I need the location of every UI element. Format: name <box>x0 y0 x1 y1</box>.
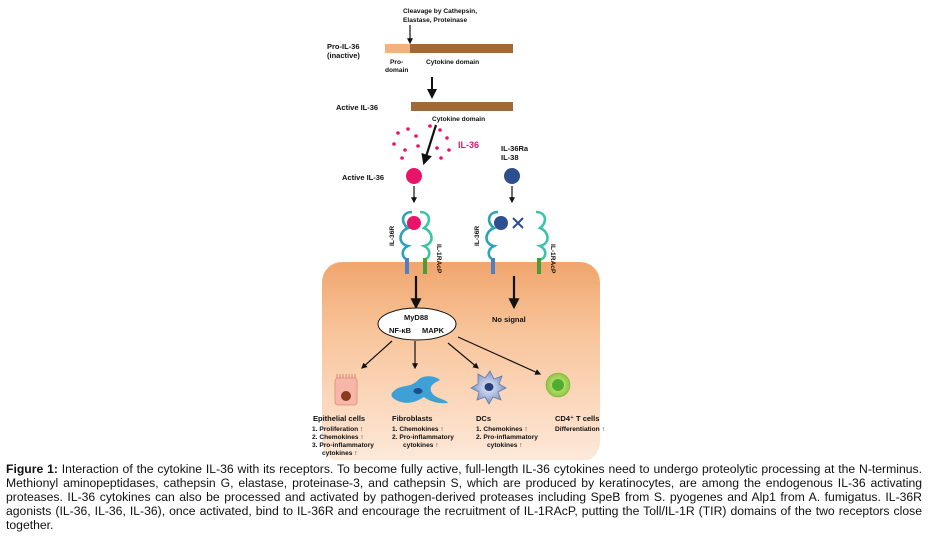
fibroblasts-item-1: 1. Chemokines ↑ <box>392 426 444 433</box>
dcs-title: DCs <box>476 414 491 423</box>
prodomain-bar <box>385 44 410 53</box>
no-signal-label: No signal <box>492 315 526 324</box>
myd88-node <box>377 307 457 341</box>
il36r-label-right: IL-36R <box>474 226 481 246</box>
antagonist-ligand <box>504 168 520 184</box>
cleavage-label-line1: Cleavage by Cathepsin, <box>403 8 477 15</box>
fibroblasts-item-2b: cytokines ↑ <box>403 442 439 449</box>
cd4-item-1: Differentiation ↑ <box>555 426 605 433</box>
epithelial-cell-icon <box>334 374 358 406</box>
active-il36-label: Active IL-36 <box>336 103 378 112</box>
caption-text: Interaction of the cytokine IL-36 with i… <box>6 462 922 532</box>
active-cytokine-bar <box>411 102 513 111</box>
arrow-to-epithelial <box>361 340 393 369</box>
epithelial-item-1: 1. Proliferation ↑ <box>312 426 363 433</box>
nfkb-label: NF-κB <box>389 326 412 335</box>
antagonist-label-line1: IL-36Ra <box>501 144 529 153</box>
receptor-complex-blocked <box>485 210 549 274</box>
dcs-item-1: 1. Chemokines ↑ <box>476 426 528 433</box>
antagonist-label-line2: IL-38 <box>501 153 519 162</box>
il36-label: IL-36 <box>458 140 479 150</box>
arrow-to-cd4 <box>457 336 542 375</box>
epithelial-item-3a: 3. Pro-inflammatory <box>312 442 374 449</box>
active-il36-ligand-label: Active IL-36 <box>342 173 384 182</box>
il1racp-label-left: IL-1RAcP <box>435 244 442 274</box>
il1racp-label-right: IL-1RAcP <box>549 244 556 274</box>
pro-il36-label-line2: (inactive) <box>327 51 360 60</box>
dcs-item-2b: cytokines ↑ <box>487 442 523 449</box>
arrow-to-dcs <box>447 342 479 369</box>
cd4-title: CD4⁺ T cells <box>555 414 599 423</box>
caption-label: Figure 1: <box>6 462 58 476</box>
figure-caption: Figure 1: Interaction of the cytokine IL… <box>6 462 922 532</box>
pro-il36-label-line1: Pro-IL-36 <box>327 42 360 51</box>
il36r-label-left: IL-36R <box>389 226 396 246</box>
cleavage-label-line2: Elastase, Proteinase <box>403 17 467 24</box>
il36-ligand <box>406 168 422 184</box>
epithelial-title: Epithelial cells <box>313 414 365 423</box>
active-cytokine-domain-label: Cytokine domain <box>432 116 485 123</box>
prodomain-label-line1: Pro- <box>390 59 403 66</box>
epithelial-item-3b: cytokines ↑ <box>322 450 358 457</box>
cytokine-domain-label: Cytokine domain <box>426 59 479 66</box>
il36-pathway-diagram: Cleavage by Cathepsin, Elastase, Protein… <box>312 8 605 460</box>
mapk-label: MAPK <box>422 326 445 335</box>
myd88-label: MyD88 <box>404 313 428 322</box>
fibroblast-icon <box>391 376 448 404</box>
fibroblasts-item-2a: 2. Pro-inflammatory <box>392 434 454 441</box>
dendritic-cell-icon <box>470 370 507 405</box>
epithelial-item-2: 2. Chemokines ↑ <box>312 434 364 441</box>
cd4-t-cell-icon <box>545 372 571 398</box>
dcs-item-2a: 2. Pro-inflammatory <box>476 434 538 441</box>
il36-dots <box>392 124 451 160</box>
cytokine-domain-bar <box>410 44 513 53</box>
receptor-complex-active <box>399 210 433 274</box>
fibroblasts-title: Fibroblasts <box>392 414 432 423</box>
prodomain-label-line2: domain <box>385 67 408 74</box>
il36-release-arrow <box>421 124 438 166</box>
